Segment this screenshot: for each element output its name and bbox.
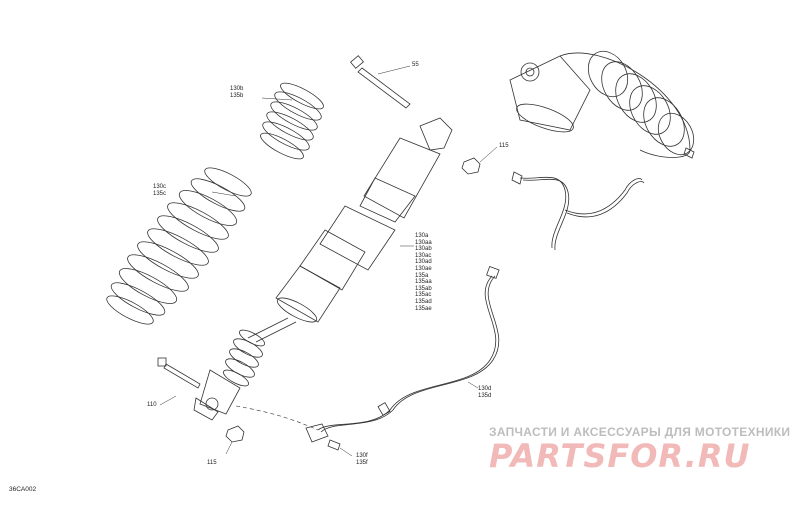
bottom-bolt xyxy=(157,357,201,406)
top-bolt xyxy=(350,55,411,109)
watermark-logo: PARTSFOR.RU xyxy=(489,437,751,475)
callout-cable: 130d 135d xyxy=(478,386,492,399)
lower-spring xyxy=(106,167,252,325)
leader-lines xyxy=(211,97,414,247)
callout-nut-top: 115 xyxy=(499,143,509,149)
top-nut xyxy=(461,146,498,175)
upper-spring xyxy=(260,82,324,160)
diagram-code: 36CA002 xyxy=(9,486,37,493)
watermark-tagline: ЗАПЧАСТИ И АКСЕССУАРЫ ДЛЯ МОТОТЕХНИКИ xyxy=(489,425,791,439)
callout-shock-body: 130a 130aa 130ab 130ac 130ad 130ae 135a … xyxy=(415,233,432,312)
shock-body xyxy=(247,117,453,343)
callout-nut-bottom: 115 xyxy=(207,460,217,466)
callout-spring-upper: 130b 135b xyxy=(230,86,244,99)
small-connector xyxy=(327,439,353,457)
callout-connector: 130f 135f xyxy=(356,453,368,466)
callout-bolt-bottom: 110 xyxy=(147,402,157,408)
bottom-nut xyxy=(225,425,245,455)
bump-stop-spring xyxy=(223,329,265,387)
sensor-cable xyxy=(235,266,500,443)
lower-eye-mount xyxy=(193,369,241,421)
callout-bolt-top: 55 xyxy=(412,62,419,68)
assembled-shock-inset xyxy=(509,50,695,251)
callout-spring-lower: 130c 135c xyxy=(153,184,167,197)
